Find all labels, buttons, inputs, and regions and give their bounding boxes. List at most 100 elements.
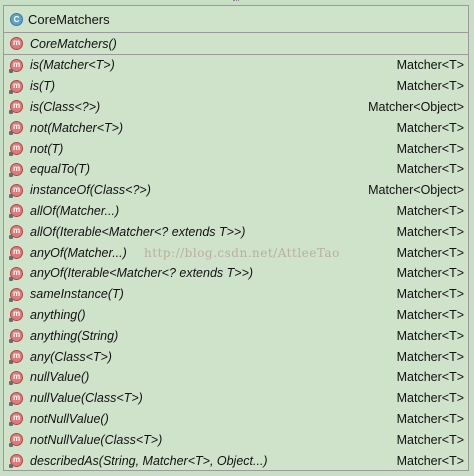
method-signature: is(T) [30, 79, 55, 94]
method-return-type: Matcher<T> [396, 287, 464, 302]
method-return-type: Matcher<T> [396, 141, 464, 156]
static-marker-icon [9, 68, 13, 73]
method-signature: is(Matcher<T>) [30, 58, 115, 73]
uml-class-box: C CoreMatchers m CoreMatchers() m is(Matc… [3, 5, 469, 471]
static-marker-icon [9, 443, 13, 448]
method-signature: nullValue() [30, 370, 90, 385]
static-marker-icon [9, 360, 13, 365]
method-row: m is(T) Matcher<T> [4, 76, 468, 97]
class-icon: C [10, 12, 23, 26]
static-marker-icon [9, 110, 13, 115]
method-return-type: Matcher<T> [396, 224, 464, 239]
method-return-type: Matcher<T> [396, 120, 464, 135]
method-row: m instanceOf(Class<?>) Matcher<Object> [4, 180, 468, 201]
method-return-type: Matcher<T> [396, 328, 464, 343]
static-method-icon: m [9, 329, 23, 344]
static-method-icon: m [9, 100, 23, 115]
method-row: m anyOf(Matcher...) Matcher<T> [4, 242, 468, 263]
method-signature: anything(String) [30, 328, 119, 343]
method-row: m notNullValue(Class<T>) Matcher<T> [4, 429, 468, 450]
method-row: m equalTo(T) Matcher<T> [4, 159, 468, 180]
static-marker-icon [9, 89, 13, 94]
class-name: CoreMatchers [28, 11, 110, 27]
method-return-type: Matcher<T> [396, 245, 464, 260]
method-row: m not(Matcher<T>) Matcher<T> [4, 117, 468, 138]
static-marker-icon [9, 235, 13, 240]
method-signature: describedAs(String, Matcher<T>, Object..… [30, 453, 268, 468]
static-method-icon: m [9, 433, 23, 448]
static-method-icon: m [9, 454, 23, 469]
method-row: m any(Class<T>) Matcher<T> [4, 346, 468, 367]
static-method-icon: m [9, 162, 23, 177]
method-signature: anything() [30, 307, 86, 322]
method-return-type: Matcher<T> [396, 203, 464, 218]
method-signature: notNullValue() [30, 411, 109, 426]
method-return-type: Matcher<T> [396, 266, 464, 281]
static-method-icon: m [9, 58, 23, 73]
static-marker-icon [9, 380, 13, 385]
method-row: m anything(String) Matcher<T> [4, 325, 468, 346]
method-return-type: Matcher<T> [396, 349, 464, 364]
static-method-icon: m [9, 246, 23, 261]
method-return-type: Matcher<T> [396, 453, 464, 468]
class-header: C CoreMatchers [4, 6, 468, 33]
static-method-icon: m [9, 183, 23, 198]
method-signature: is(Class<?>) [30, 99, 101, 114]
method-return-type: Matcher<T> [396, 58, 464, 73]
static-marker-icon [9, 172, 13, 177]
static-method-icon: m [9, 287, 23, 302]
method-signature: allOf(Iterable<Matcher<? extends T>>) [30, 224, 246, 239]
static-marker-icon [9, 193, 13, 198]
static-method-icon: m [9, 204, 23, 219]
method-return-type: Matcher<T> [396, 370, 464, 385]
static-marker-icon [9, 297, 13, 302]
static-method-icon: m [9, 266, 23, 281]
method-signature: not(Matcher<T>) [30, 120, 124, 135]
constructor-row: m CoreMatchers() [4, 33, 468, 55]
static-marker-icon [9, 276, 13, 281]
method-return-type: Matcher<T> [396, 162, 464, 177]
method-signature: instanceOf(Class<?>) [30, 183, 151, 198]
method-signature: equalTo(T) [30, 162, 90, 177]
method-return-type: Matcher<T> [396, 432, 464, 447]
static-marker-icon [9, 318, 13, 323]
method-return-type: Matcher<T> [396, 391, 464, 406]
method-signature: allOf(Matcher...) [30, 203, 120, 218]
method-return-type: Matcher<T> [396, 79, 464, 94]
static-marker-icon [9, 152, 13, 157]
method-row: m is(Matcher<T>) Matcher<T> [4, 55, 468, 76]
method-return-type: Matcher<T> [396, 307, 464, 322]
static-method-icon: m [9, 142, 23, 157]
method-signature: not(T) [30, 141, 64, 156]
method-signature: notNullValue(Class<T>) [30, 432, 163, 447]
drag-handle [233, 0, 239, 3]
method-row: m anyOf(Iterable<Matcher<? extends T>>) Ma… [4, 263, 468, 284]
static-marker-icon [9, 131, 13, 136]
method-signature: any(Class<T>) [30, 349, 112, 364]
static-marker-icon [9, 401, 13, 406]
method-row: m not(T) Matcher<T> [4, 138, 468, 159]
constructor-signature: CoreMatchers() [30, 36, 117, 51]
method-list: m is(Matcher<T>) Matcher<T> m is(T) Matcher<T… [4, 55, 468, 471]
method-row: m nullValue() Matcher<T> [4, 367, 468, 388]
static-method-icon: m [9, 79, 23, 94]
static-method-icon: m [9, 370, 23, 385]
method-signature: anyOf(Iterable<Matcher<? extends T>>) [30, 266, 254, 281]
method-signature: sameInstance(T) [30, 287, 124, 302]
static-method-icon: m [9, 350, 23, 365]
static-marker-icon [9, 464, 13, 469]
method-return-type: Matcher<T> [396, 411, 464, 426]
method-signature: nullValue(Class<T>) [30, 391, 143, 406]
method-row: m describedAs(String, Matcher<T>, Object.… [4, 450, 468, 471]
static-method-icon: m [9, 121, 23, 136]
method-return-type: Matcher<Object> [368, 99, 464, 114]
static-marker-icon [9, 339, 13, 344]
method-row: m sameInstance(T) Matcher<T> [4, 284, 468, 305]
static-marker-icon [9, 422, 13, 427]
method-signature: anyOf(Matcher...) [30, 245, 127, 260]
method-return-type: Matcher<Object> [368, 183, 464, 198]
